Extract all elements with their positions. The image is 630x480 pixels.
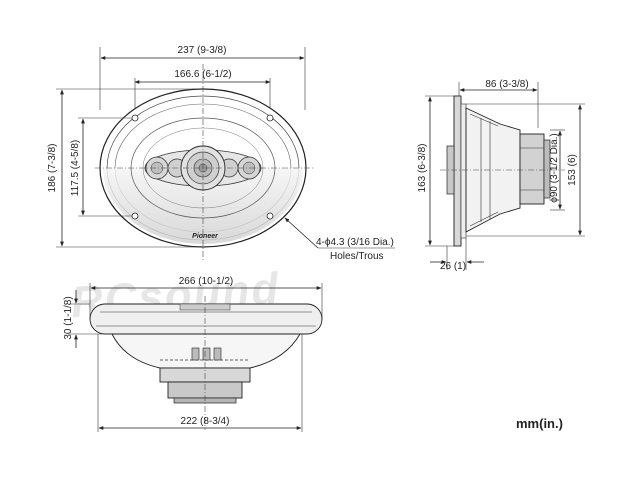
- side-flange: [453, 95, 462, 247]
- hole-spacing-width-label: 166.6 (6-1/2): [174, 69, 231, 80]
- side-view: 86 (3-3/8) 163 (6-3/8) ϕ90 (3-1/2 Dia.): [417, 79, 585, 272]
- hole-type-label: Holes/Trous: [330, 251, 384, 262]
- magnet-diameter-label: ϕ90 (3-1/2 Dia.): [549, 133, 560, 203]
- overall-height-label: 186 (7-3/8): [47, 144, 58, 193]
- brand-logo: Pioneer: [192, 233, 219, 240]
- mount-depth-label: 86 (3-3/8): [485, 79, 528, 90]
- body-height-label: 163 (6-3/8): [417, 144, 428, 193]
- top-view: 266 (10-1/2) 30 (1-1/8) 222 (8-3/4): [63, 276, 323, 432]
- terminals: [191, 347, 222, 361]
- overall-width-label: 237 (9-3/8): [178, 45, 227, 56]
- side-magnet: [519, 133, 545, 205]
- hole-spec-label: 4-ϕ4.3 (3/16 Dia.): [316, 237, 394, 248]
- grille-shading: [103, 168, 303, 244]
- tweeter-array: [144, 145, 262, 191]
- flange-depth-label: 26 (1): [440, 261, 466, 272]
- cutout-height-label: 153 (6): [567, 154, 578, 186]
- flange-height-label: 30 (1-1/8): [63, 296, 74, 339]
- hole-spacing-height-label: 117.5 (4-5/8): [70, 140, 81, 197]
- hole-callout-leader: [284, 217, 319, 249]
- top-overall-width-label: 266 (10-1/2): [179, 276, 233, 287]
- front-view: 237 (9-3/8) 166.6 (6-1/2): [47, 45, 395, 262]
- basket-width-label: 222 (8-3/4): [181, 416, 230, 427]
- units-label: mm(in.): [516, 416, 563, 431]
